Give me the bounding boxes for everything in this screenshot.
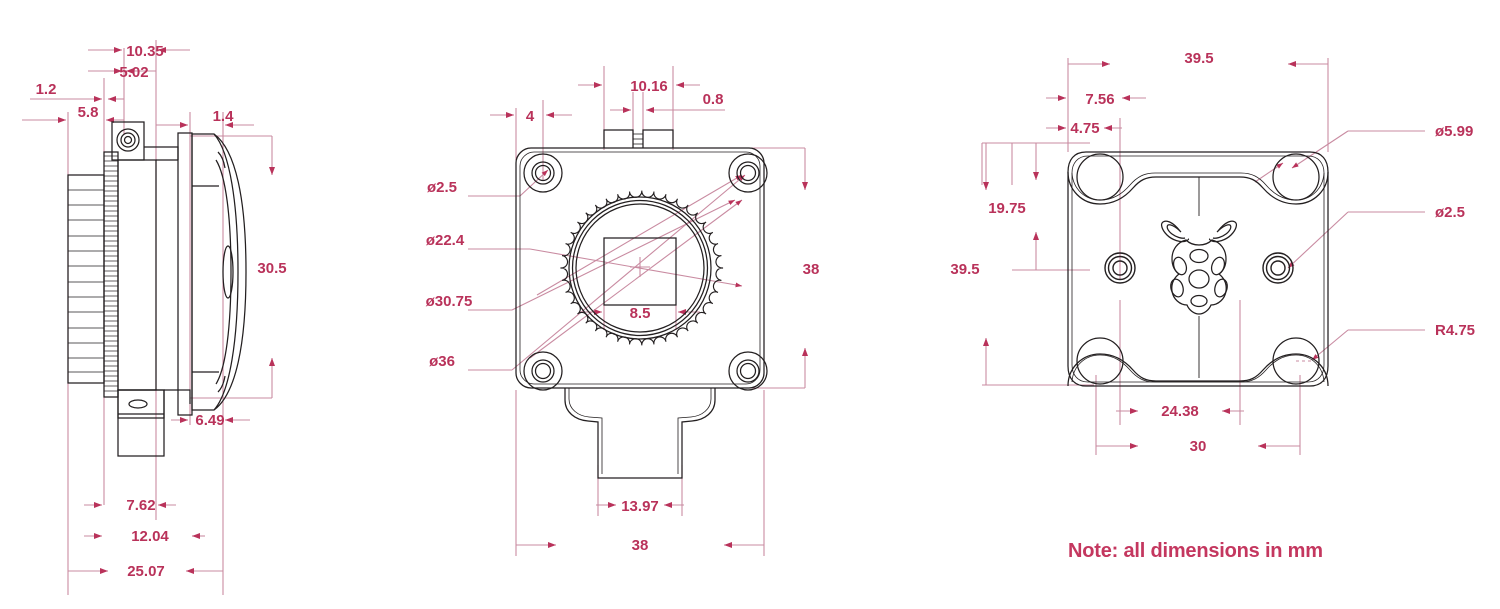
leader-label-dia-22-4: ø22.4 — [426, 232, 465, 249]
dimension-text-layer: 10.35 5.02 1.2 5.8 1.4 30.5 6.49 7.62 12… — [36, 43, 1475, 580]
dim-label-0-8: 0.8 — [703, 91, 724, 108]
back-view-geometry — [1067, 151, 1329, 387]
dim-label-7-56: 7.56 — [1085, 91, 1114, 108]
front-mount-hole-bl — [523, 351, 563, 391]
leader-label-dia-2-5: ø2.5 — [1435, 204, 1465, 221]
dim-label-25-07: 25.07 — [127, 563, 165, 580]
back-view-leaders — [1254, 130, 1425, 361]
dim-label-4: 4 — [526, 108, 535, 125]
front-view-extension-lines — [515, 66, 805, 556]
front-mount-hole-tr — [728, 153, 768, 193]
units-note: Note: all dimensions in mm — [1068, 540, 1323, 562]
raspberry-pi-logo — [1161, 220, 1237, 315]
dim-label-39-5-left: 39.5 — [950, 261, 979, 278]
dim-label-24-38: 24.38 — [1161, 403, 1199, 420]
leader-label-r-4-75: R4.75 — [1435, 322, 1475, 339]
dim-label-38-v: 38 — [803, 261, 820, 278]
dim-label-30-5: 30.5 — [257, 260, 286, 277]
dim-label-39-5-top: 39.5 — [1184, 50, 1213, 67]
front-view-geometry — [515, 129, 768, 479]
dim-label-10-35: 10.35 — [126, 43, 164, 60]
front-mount-hole-br — [728, 351, 768, 391]
dim-label-5-02: 5.02 — [119, 64, 148, 81]
side-screw-icon — [116, 128, 140, 152]
dim-label-6-49: 6.49 — [195, 412, 224, 429]
dim-label-4-75: 4.75 — [1070, 120, 1099, 137]
leader-label-dia-2-5: ø2.5 — [427, 179, 457, 196]
leader-label-dia-36: ø36 — [429, 353, 455, 370]
side-view-geometry — [67, 121, 247, 457]
side-view-dimensions — [22, 47, 275, 574]
leader-label-dia-5-99: ø5.99 — [1435, 123, 1473, 140]
dim-label-12-04: 12.04 — [131, 528, 169, 545]
dim-label-8-5: 8.5 — [630, 305, 651, 322]
back-view-dimensions — [983, 61, 1328, 449]
lens-knurl-teeth — [560, 190, 724, 346]
dim-label-5-8: 5.8 — [78, 104, 99, 121]
leader-label-dia-30-75: ø30.75 — [426, 293, 473, 310]
dim-label-38-h: 38 — [632, 537, 649, 554]
dim-label-1-2: 1.2 — [36, 81, 57, 98]
dim-label-13-97: 13.97 — [621, 498, 659, 515]
dim-label-10-16: 10.16 — [630, 78, 668, 95]
dim-label-30: 30 — [1190, 438, 1207, 455]
dim-label-1-4: 1.4 — [213, 108, 235, 125]
side-view-extension-lines — [67, 40, 272, 595]
dim-label-7-62: 7.62 — [126, 497, 155, 514]
front-mount-hole-tl — [523, 153, 563, 193]
dim-label-19-75: 19.75 — [988, 200, 1026, 217]
